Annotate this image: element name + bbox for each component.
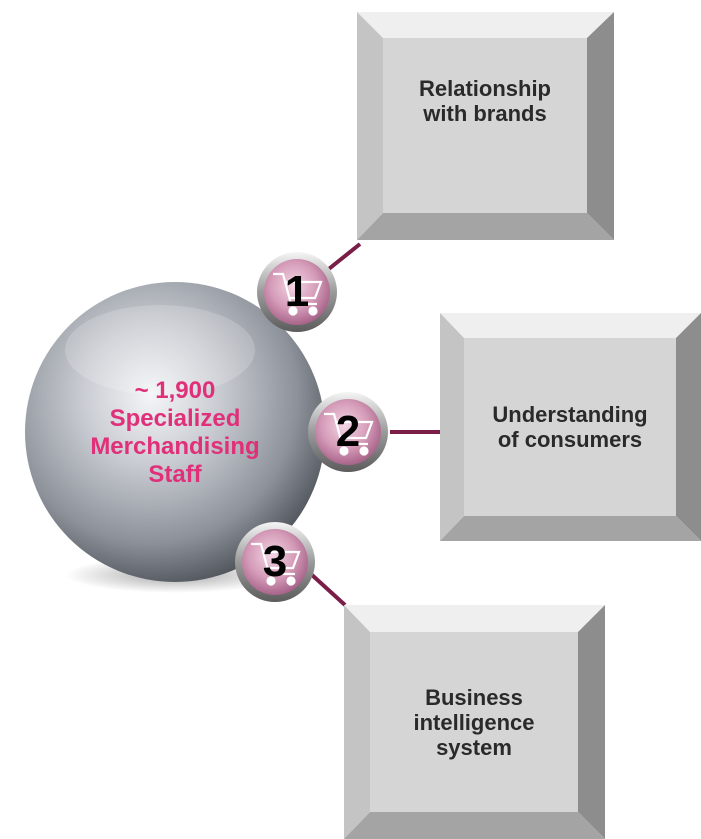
center-label: ~ 1,900 Specialized Merchandising Staff [90, 376, 260, 488]
connectors [310, 242, 440, 607]
box-1-frame [357, 12, 614, 240]
connector-3 [310, 573, 347, 607]
box-2-frame [440, 313, 701, 541]
box-2-label: Understanding of consumers [492, 402, 648, 452]
shopping-cart-icon [324, 412, 374, 456]
center-sphere [25, 282, 325, 593]
badge-2 [308, 392, 388, 472]
badge-number-2: 2 [335, 407, 361, 456]
badge-3 [235, 522, 315, 602]
box-3-label: Business intelligence system [413, 684, 535, 760]
badge-1 [257, 252, 337, 332]
badge-number-3: 3 [262, 537, 288, 586]
connector-1 [323, 242, 362, 274]
shopping-cart-icon [273, 272, 323, 316]
box-1-label: Relationship with brands [418, 75, 551, 126]
box-3-frame [344, 605, 605, 839]
badge-number-1: 1 [284, 267, 310, 316]
shopping-cart-icon [251, 542, 301, 586]
